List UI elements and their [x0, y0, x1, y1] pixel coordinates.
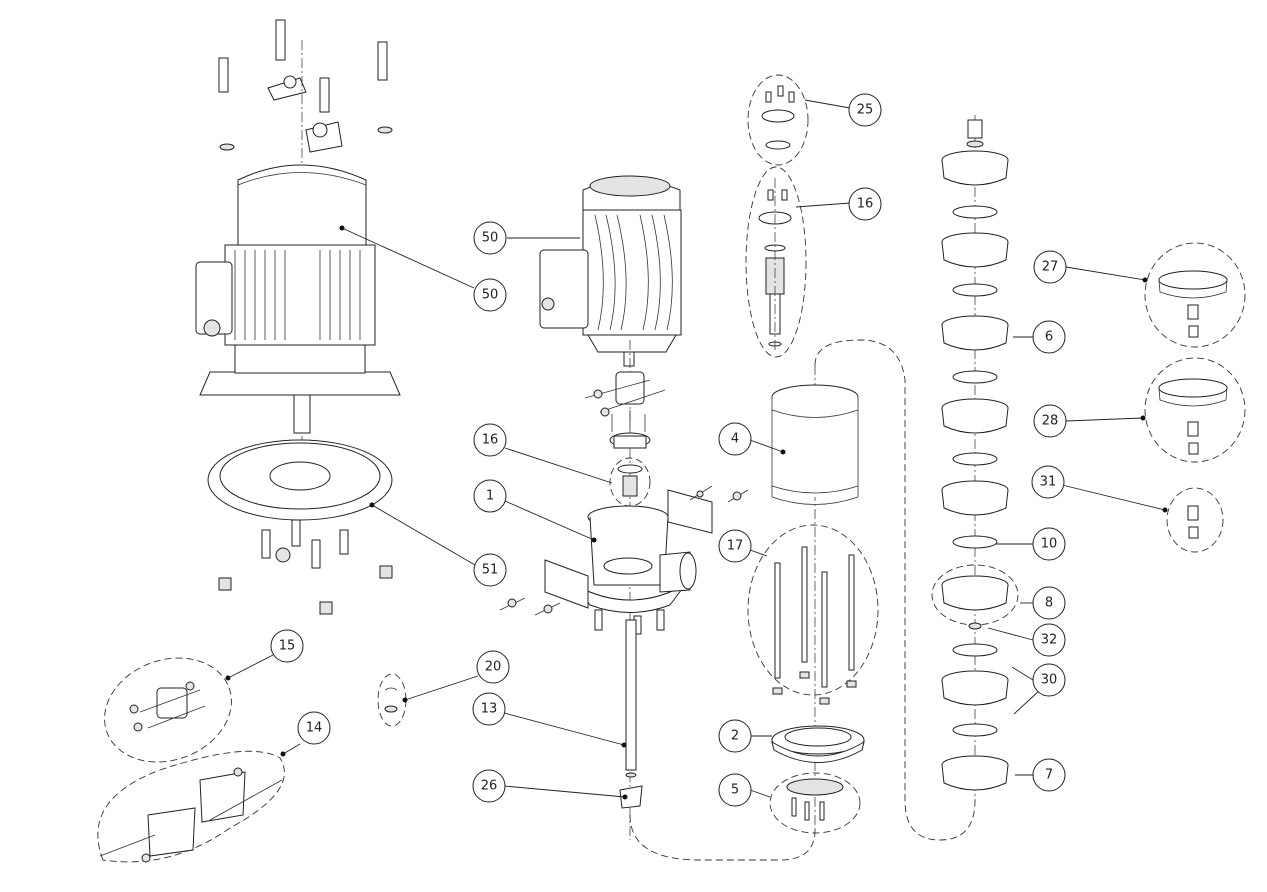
shaft	[619, 619, 643, 809]
motor-fins	[234, 250, 361, 340]
stage-kit-27-outline	[1144, 242, 1246, 348]
stage-stack	[931, 119, 1019, 791]
stage	[941, 315, 1009, 384]
callout-4[interactable]: 4	[718, 422, 752, 456]
svg-text:16: 16	[482, 433, 499, 448]
callout-28[interactable]: 28	[1033, 404, 1067, 438]
svg-text:4: 4	[731, 432, 739, 447]
callout-15[interactable]: 15	[270, 629, 304, 663]
callout-5[interactable]: 5	[718, 773, 752, 807]
pump-head	[499, 485, 749, 635]
svg-text:32: 32	[1041, 633, 1058, 648]
bearing-group-outline	[747, 74, 809, 166]
tie-rods	[772, 546, 857, 705]
svg-text:1: 1	[486, 489, 494, 504]
stage	[941, 670, 1009, 737]
callout-16-seal[interactable]: 16	[473, 423, 507, 457]
callout-6[interactable]: 6	[1032, 320, 1066, 354]
svg-text:14: 14	[306, 721, 323, 736]
callout-1[interactable]: 1	[473, 479, 507, 513]
svg-text:17: 17	[727, 539, 744, 554]
svg-text:26: 26	[481, 779, 498, 794]
lifting-bolts	[218, 19, 393, 153]
svg-text:15: 15	[279, 639, 296, 654]
coupling	[584, 371, 666, 417]
stage	[941, 398, 1009, 466]
pump-base	[771, 725, 865, 763]
svg-text:20: 20	[485, 660, 502, 675]
svg-text:8: 8	[1045, 596, 1053, 611]
stage	[941, 480, 1009, 549]
leader-lines	[225, 99, 1168, 800]
stage	[941, 150, 1009, 219]
svg-text:27: 27	[1042, 260, 1059, 275]
callout-10[interactable]: 10	[1032, 527, 1066, 561]
callout-16-cartridge[interactable]: 16	[848, 187, 882, 221]
svg-text:10: 10	[1041, 537, 1058, 552]
callout-26[interactable]: 26	[472, 769, 506, 803]
callout-32[interactable]: 32	[1032, 623, 1066, 657]
callout-8[interactable]: 8	[1032, 586, 1066, 620]
callout-20[interactable]: 20	[476, 650, 510, 684]
svg-text:16: 16	[857, 197, 874, 212]
svg-text:25: 25	[857, 103, 874, 118]
svg-text:30: 30	[1041, 673, 1058, 688]
svg-text:13: 13	[481, 702, 498, 717]
small-motor	[539, 175, 682, 367]
callout-51[interactable]: 51	[473, 553, 507, 587]
assembly-route-line	[629, 339, 976, 861]
svg-text:5: 5	[731, 783, 739, 798]
svg-text:51: 51	[482, 563, 499, 578]
callout-50-large-motor[interactable]: 50	[473, 278, 507, 312]
stage-kit-28-outline	[1144, 357, 1246, 463]
coupling-group-outline	[104, 657, 232, 763]
svg-text:7: 7	[1045, 768, 1053, 783]
outer-sleeve	[771, 384, 859, 505]
large-motor	[195, 19, 401, 470]
small-motor-fins	[594, 214, 673, 331]
stage-kit-31-outline	[1166, 487, 1224, 553]
callout-50-small-motor[interactable]: 50	[473, 221, 507, 255]
stage	[941, 575, 1009, 657]
callout-17[interactable]: 17	[718, 529, 752, 563]
stage	[941, 232, 1009, 297]
callout-13[interactable]: 13	[472, 692, 506, 726]
callout-30[interactable]: 30	[1032, 663, 1066, 697]
svg-text:50: 50	[482, 288, 499, 303]
motor-flange	[207, 439, 393, 615]
key-group-outline	[377, 673, 407, 727]
cartridge-seal-group-outline	[745, 166, 807, 358]
callout-25[interactable]: 25	[848, 93, 882, 127]
callout-27[interactable]: 27	[1033, 250, 1067, 284]
svg-text:31: 31	[1040, 475, 1057, 490]
callout-2[interactable]: 2	[718, 719, 752, 753]
tie-rods-group-outline	[747, 524, 879, 696]
svg-text:6: 6	[1045, 330, 1053, 345]
stage	[941, 755, 1009, 791]
seal-plate	[609, 410, 651, 449]
callout-7[interactable]: 7	[1032, 758, 1066, 792]
callout-14[interactable]: 14	[297, 711, 331, 745]
callout-31[interactable]: 31	[1031, 465, 1065, 499]
flange-bolts	[218, 519, 393, 615]
svg-text:28: 28	[1042, 414, 1059, 429]
svg-text:2: 2	[731, 729, 739, 744]
svg-text:50: 50	[482, 231, 499, 246]
